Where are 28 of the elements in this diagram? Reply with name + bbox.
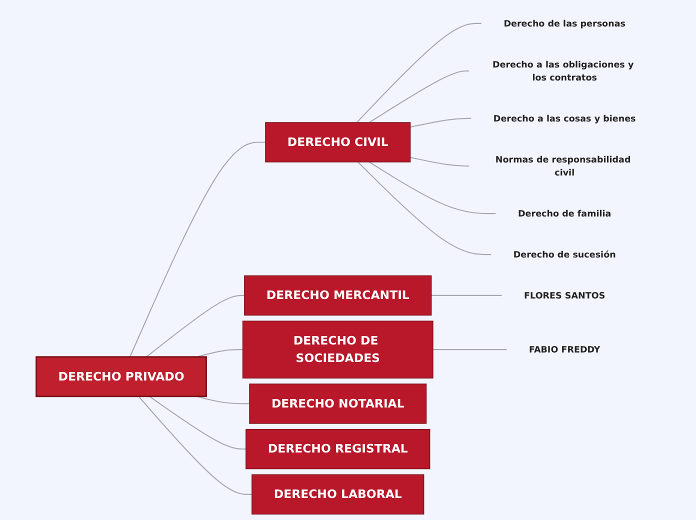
node-text: Normas de responsabilidad civil [495, 154, 631, 178]
node-text: Derecho a las cosas y bienes [493, 113, 636, 124]
node-box: DERECHO CIVIL [265, 122, 411, 162]
connector [356, 22, 482, 123]
connector [410, 156, 470, 167]
node-box: DERECHO REGISTRAL [246, 428, 430, 470]
connector [368, 162, 496, 214]
node-box: DERECHO DE SOCIEDADES [242, 320, 434, 378]
node-box: DERECHO PRIVADO [36, 356, 207, 398]
node-box: DERECHO LABORAL [252, 474, 424, 515]
connector [357, 162, 492, 256]
node-text: Derecho a las obligaciones y los contratos [492, 59, 634, 83]
node-box: DERECHO MERCANTIL [244, 275, 432, 316]
node-text: Derecho de sucesión [513, 249, 616, 260]
node-text: Derecho de familia [518, 208, 612, 219]
node-text: FLORES SANTOS [524, 290, 606, 301]
connector [138, 396, 252, 495]
node-box: DERECHO NOTARIAL [249, 384, 427, 424]
connector [368, 70, 470, 123]
connector [432, 349, 508, 350]
node-text: FABIO FREDDY [528, 344, 600, 355]
node-text: Derecho de las personas [504, 18, 626, 29]
connector [196, 396, 250, 404]
connector [146, 294, 244, 358]
connector [149, 396, 246, 450]
connector [129, 142, 266, 358]
connector [431, 294, 502, 296]
connector [410, 118, 472, 128]
